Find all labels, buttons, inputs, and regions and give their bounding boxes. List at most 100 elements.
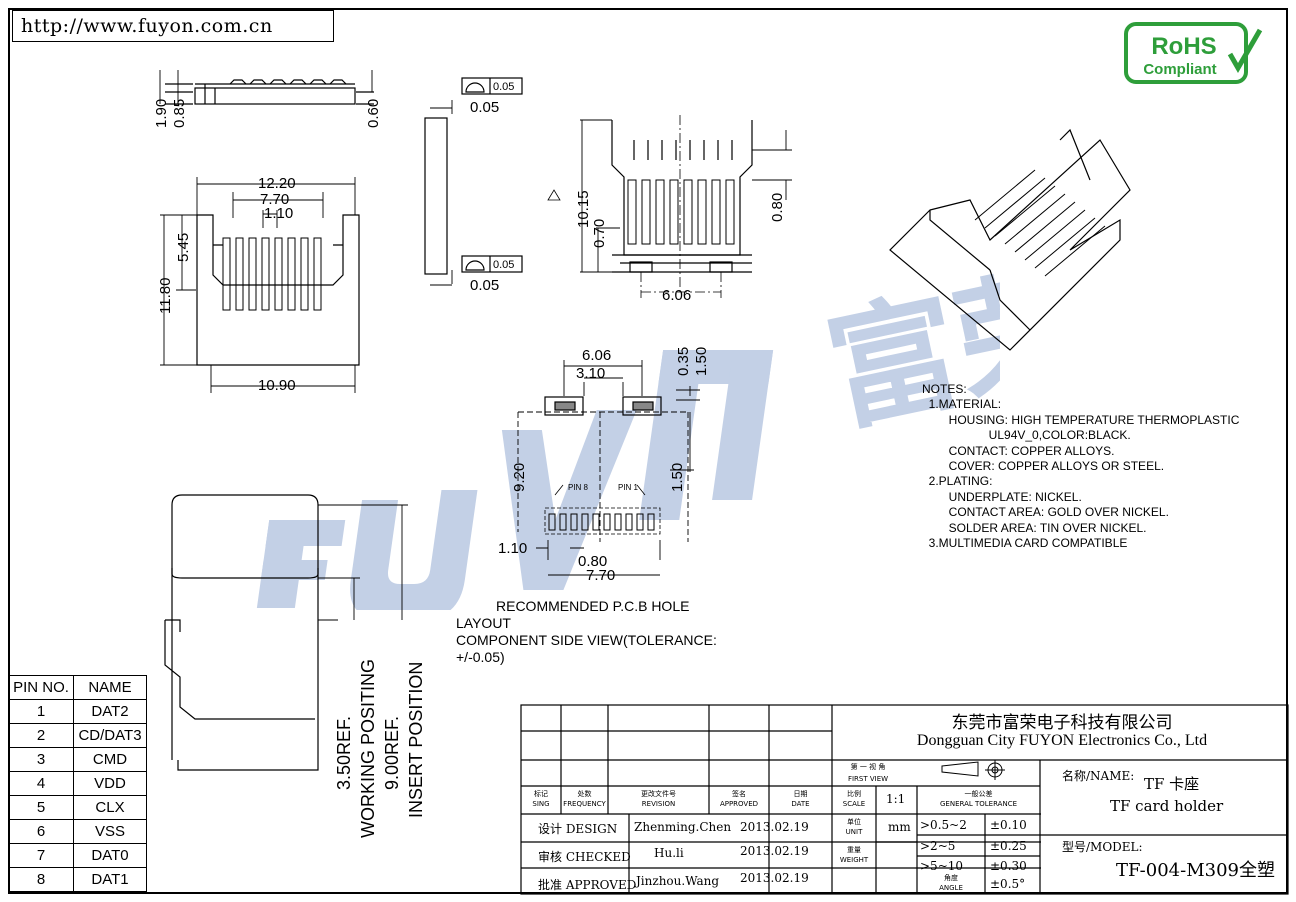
weight-label-en: WEIGHT bbox=[839, 856, 869, 864]
checkmark-icon bbox=[1227, 28, 1263, 74]
dim-pcb-w5: 7.70 bbox=[586, 567, 615, 584]
name-en: TF card holder bbox=[1110, 797, 1224, 815]
note-line: HOUSING: HIGH TEMPERATURE THERMOPLASTIC bbox=[922, 412, 1240, 427]
angle-label-en: ANGLE bbox=[939, 884, 963, 892]
rev-header-en: SING bbox=[532, 800, 550, 808]
rev-header-en: DATE bbox=[791, 800, 810, 808]
rev-header-cn: 标记 bbox=[534, 790, 548, 798]
model-value: TF-004-M309全塑 bbox=[1116, 860, 1275, 881]
pin-no: 5 bbox=[8, 795, 74, 820]
pcb-pin1-label: PIN 1 bbox=[618, 483, 639, 492]
note-line: COVER: COPPER ALLOYS OR STEEL. bbox=[922, 459, 1165, 474]
dim-side-h3: 0.60 bbox=[365, 99, 382, 128]
pcb-caption-line4: +/-0.05) bbox=[456, 649, 505, 665]
pin-name: VDD bbox=[73, 771, 147, 796]
pin-name: DAT0 bbox=[73, 843, 147, 868]
approval-name: Jinzhou.Wang bbox=[636, 874, 720, 888]
approval-role: 批准 APPROVED bbox=[538, 878, 637, 892]
approval-role: 审核 CHECKED bbox=[538, 850, 631, 864]
pin-no: 1 bbox=[8, 699, 74, 724]
dim-front-w1: 6.06 bbox=[662, 287, 691, 304]
tolerance-label-cn: 一般公差 bbox=[964, 790, 993, 798]
rohs-compliant-text: Compliant bbox=[1143, 61, 1216, 78]
dim-pcb-w2: 3.10 bbox=[576, 365, 605, 382]
unit-label-en: UNIT bbox=[845, 828, 863, 836]
first-view-cn: 第 一 视 角 bbox=[850, 763, 886, 771]
rev-header-en: APPROVED bbox=[719, 800, 759, 808]
approval-name: Zhenming.Chen bbox=[634, 820, 732, 834]
approval-date: 2013.02.19 bbox=[740, 844, 809, 858]
approval-date: 2013.02.19 bbox=[740, 820, 809, 834]
rev-header-cn: 处数 bbox=[577, 790, 592, 798]
tol-range: >0.5~2 bbox=[920, 818, 967, 832]
note-line: CONTACT AREA: GOLD OVER NICKEL. bbox=[922, 505, 1169, 520]
pcb-layout bbox=[517, 360, 700, 576]
pin-table-header: PIN NO. NAME bbox=[8, 675, 147, 700]
dim-top-h1: 5.45 bbox=[175, 233, 192, 262]
note-line: 2.PLATING: bbox=[922, 474, 993, 489]
pin-no: 4 bbox=[8, 771, 74, 796]
tol-value: ±0.10 bbox=[990, 818, 1027, 832]
drawing-frame bbox=[8, 8, 1288, 894]
note-line: 3.MULTIMEDIA CARD COMPATIBLE bbox=[922, 536, 1128, 551]
dim-front-h2: 0.70 bbox=[591, 219, 608, 248]
weight-label-cn: 重量 bbox=[847, 846, 861, 854]
pin-no: 3 bbox=[8, 747, 74, 772]
rev-header-cn: 更改文件号 bbox=[641, 790, 676, 798]
fuyon-watermark: 富荣 bbox=[256, 251, 1000, 610]
pin-no: 6 bbox=[8, 819, 74, 844]
isometric-view bbox=[889, 128, 1131, 351]
dim-pcb-w1: 6.06 bbox=[582, 347, 611, 364]
rev-header-cn: 签名 bbox=[732, 790, 746, 798]
dim-insert-d1: 3.50REF. bbox=[334, 716, 354, 790]
tol-flat-1: 0.05 bbox=[493, 81, 514, 93]
front-view bbox=[547, 115, 792, 298]
pcb-pin8-label: PIN 8 bbox=[568, 483, 589, 492]
angle-label-cn: 角度 bbox=[944, 874, 958, 882]
pcb-caption-line1: RECOMMENDED P.C.B HOLE bbox=[496, 598, 690, 614]
dim-side-h2: 0.85 bbox=[171, 99, 188, 128]
first-view-en: FIRST VIEW bbox=[847, 775, 889, 783]
dim-insert-d2: 9.00REF. bbox=[382, 716, 402, 790]
dim-pcb-w3: 1.10 bbox=[498, 540, 527, 557]
title-block-grid bbox=[520, 704, 1289, 895]
approval-date: 2013.02.19 bbox=[740, 871, 809, 885]
dim-side-h1: 1.90 bbox=[153, 99, 170, 128]
pin-no-header: PIN NO. bbox=[8, 675, 74, 700]
dim-top-w1: 12.20 bbox=[258, 175, 296, 192]
dim-top-w4: 10.90 bbox=[258, 377, 296, 394]
dim-top-h2: 11.80 bbox=[157, 278, 174, 314]
pin-name: CLX bbox=[73, 795, 147, 820]
name-cn: TF 卡座 bbox=[1144, 775, 1200, 793]
pcb-caption-line3: COMPONENT SIDE VIEW(TOLERANCE: bbox=[456, 632, 717, 648]
rev-header-cn: 日期 bbox=[793, 790, 808, 798]
tol-value: ±0.25 bbox=[990, 839, 1027, 853]
unit-label-cn: 单位 bbox=[847, 818, 861, 826]
name-label: 名称/NAME: bbox=[1062, 769, 1135, 783]
pin-name-header: NAME bbox=[73, 675, 147, 700]
rohs-text: RoHS bbox=[1151, 33, 1216, 60]
pin-no: 8 bbox=[8, 867, 74, 892]
dim-insert-d1-label: WORKING POSITING bbox=[358, 659, 378, 838]
unit-value: mm bbox=[888, 820, 911, 834]
scale-label-en: SCALE bbox=[842, 800, 866, 808]
website-url: http://www.fuyon.com.cn bbox=[12, 10, 334, 42]
pin-name: DAT2 bbox=[73, 699, 147, 724]
dim-front-h1: 10.15 bbox=[575, 190, 592, 228]
pin-name: CD/DAT3 bbox=[73, 723, 147, 748]
dim-top-w2: 7.70 bbox=[260, 191, 289, 208]
note-line: UNDERPLATE: NICKEL. bbox=[922, 489, 1082, 504]
pcb-caption-line2: LAYOUT bbox=[456, 615, 511, 631]
dim-top-w3: 1.10 bbox=[264, 205, 293, 222]
dim-pcb-w4: 0.80 bbox=[578, 553, 607, 570]
